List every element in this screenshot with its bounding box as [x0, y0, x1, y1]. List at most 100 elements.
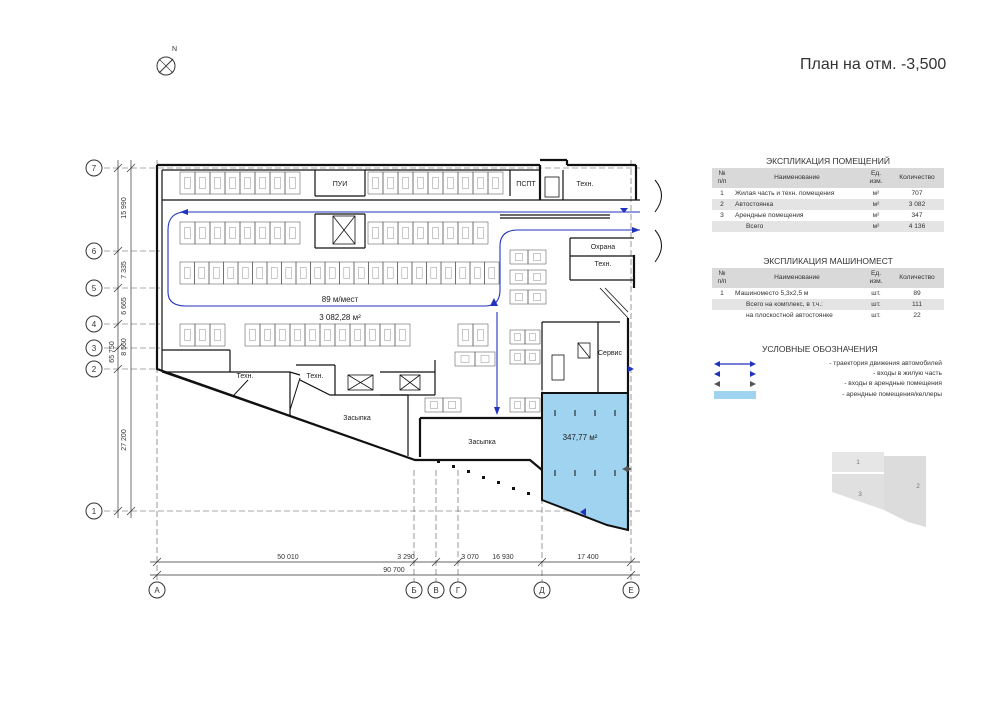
- car-icon: [184, 177, 191, 189]
- parking-stall: [442, 171, 459, 195]
- parking-stall: [324, 261, 340, 285]
- axis-row-3: 3: [92, 344, 97, 353]
- room-pspt: ПСПТ: [516, 181, 536, 188]
- car-icon: [529, 401, 536, 409]
- parking-stall: [266, 261, 282, 285]
- parking-stall: [209, 323, 226, 347]
- dim-h-3: 3 070: [461, 554, 479, 561]
- car-icon: [372, 177, 379, 189]
- parking-stall: [527, 289, 547, 305]
- key-plan: 1 2 3: [832, 452, 926, 527]
- car-icon: [199, 329, 206, 341]
- parking-stall: [397, 221, 414, 245]
- parking-stall: [223, 261, 239, 285]
- parking-stall: [509, 349, 526, 365]
- parking-stall: [472, 221, 489, 245]
- car-icon: [399, 329, 406, 341]
- parking-stall: [440, 261, 456, 285]
- parking-stall: [454, 351, 476, 367]
- car-icon: [477, 329, 484, 341]
- parking-stall: [487, 171, 504, 195]
- dim-v-4: 65 750: [109, 341, 116, 363]
- car-icon: [300, 267, 307, 279]
- parking-stall: [295, 261, 311, 285]
- parking-stall: [527, 269, 547, 285]
- axis-col-d: Д: [539, 586, 545, 595]
- room-tech-3: Техн.: [237, 373, 254, 380]
- dim-h-1: 50 010: [277, 554, 299, 561]
- col-no: № п/п: [712, 168, 732, 188]
- parking-area: 3 082,28 м²: [319, 313, 361, 322]
- car-icon: [259, 227, 266, 239]
- dim-h-4: 16 930: [492, 554, 514, 561]
- car-icon: [309, 329, 316, 341]
- parking-stall: [310, 261, 326, 285]
- parking-stall: [252, 261, 268, 285]
- parking-stall: [524, 397, 541, 413]
- car-icon: [227, 267, 234, 279]
- parking-stall: [484, 261, 500, 285]
- dim-v-2: 7 335: [121, 261, 128, 279]
- parking-stall: [394, 323, 411, 347]
- car-icon: [199, 227, 206, 239]
- room-tech-1: Техн.: [577, 181, 594, 188]
- car-icon: [271, 267, 278, 279]
- car-icon: [229, 177, 236, 189]
- table-row: на плоскостной автостоянке шт.22: [746, 312, 921, 319]
- car-icon: [447, 227, 454, 239]
- parking-stall: [209, 171, 226, 195]
- car-icon: [244, 227, 251, 239]
- car-icon: [214, 177, 221, 189]
- rooms-table-title: ЭКСПЛИКАЦИЯ ПОМЕЩЕНИЙ: [766, 156, 890, 166]
- parking-stall: [209, 221, 226, 245]
- parking-stall: [527, 249, 547, 265]
- axis-row-6: 6: [92, 247, 97, 256]
- car-icon: [244, 177, 251, 189]
- col-name: Наименование: [732, 268, 862, 288]
- car-icon: [184, 267, 191, 279]
- parking-stall: [509, 397, 526, 413]
- north-arrow-icon: N: [156, 46, 177, 76]
- car-icon: [384, 329, 391, 341]
- car-icon: [369, 329, 376, 341]
- car-icon: [214, 227, 221, 239]
- plan-title: План на отм. -3,500: [800, 56, 947, 73]
- room-service: Сервис: [598, 350, 622, 357]
- parking-stall: [427, 221, 444, 245]
- parking-stall: [239, 221, 256, 245]
- parking-stall: [426, 261, 442, 285]
- parking-stall: [442, 397, 462, 413]
- axis-row-1: 1: [92, 507, 97, 516]
- car-icon: [432, 177, 439, 189]
- car-icon: [354, 329, 361, 341]
- legend-item: - входы в жилую часть: [873, 370, 942, 377]
- car-icon: [402, 177, 409, 189]
- car-icon: [256, 267, 263, 279]
- legend-item: - арендные помещения/келлеры: [842, 391, 942, 398]
- parking-stall: [382, 171, 399, 195]
- dim-h-5: 17 400: [577, 554, 599, 561]
- parking-stall: [379, 323, 396, 347]
- col-unit: Ед. изм.: [862, 168, 890, 188]
- car-icon: [372, 227, 379, 239]
- car-icon: [417, 227, 424, 239]
- car-icon: [417, 177, 424, 189]
- col-name: Наименование: [732, 168, 862, 188]
- car-icon: [372, 267, 379, 279]
- parking-stall: [457, 323, 474, 347]
- legend-symbols: [714, 361, 756, 399]
- parking-stall: [367, 221, 384, 245]
- parking-stall: [424, 397, 444, 413]
- car-icon: [401, 267, 408, 279]
- car-icon: [515, 293, 523, 301]
- dim-h-2: 3 290: [397, 554, 415, 561]
- parking-stall: [353, 261, 369, 285]
- parking-stall: [224, 171, 241, 195]
- parking-stall: [509, 269, 529, 285]
- parking-stall: [472, 323, 489, 347]
- room-backfill-2: Засыпка: [468, 439, 496, 446]
- parking-stall: [397, 171, 414, 195]
- axis-row-2: 2: [92, 365, 97, 374]
